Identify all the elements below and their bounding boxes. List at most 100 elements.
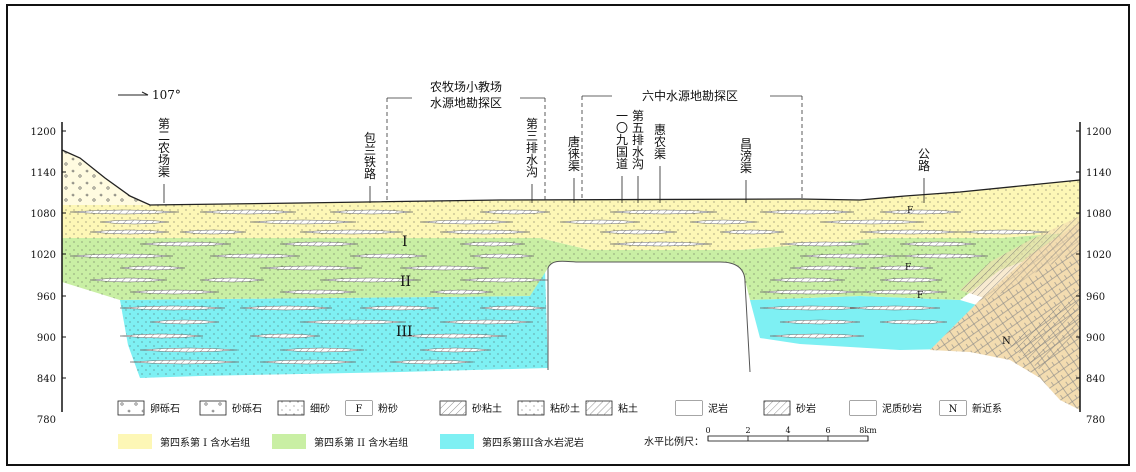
clay-lens-hatch — [600, 230, 677, 234]
clay-lens-hatch — [400, 266, 489, 270]
legend-label: 泥岩 — [708, 402, 728, 415]
clay-lens-hatch — [360, 306, 439, 310]
legend-color-swatch — [272, 434, 306, 449]
figure-frame — [6, 4, 1130, 466]
legend-color-swatch — [118, 434, 152, 449]
surface-label-char: 农 — [158, 141, 170, 155]
clay-lens-hatch — [90, 278, 167, 282]
surface-label: 昌滂渠 — [740, 137, 752, 203]
ground-surface — [61, 149, 1081, 206]
clay-lens-hatch — [300, 320, 406, 324]
aquifer-three-label: III — [396, 324, 413, 340]
surface-label-char: 国 — [616, 145, 628, 159]
section-gap — [548, 261, 750, 372]
clay-lens-hatch — [880, 320, 947, 324]
surface-label-char: 公 — [918, 147, 930, 161]
clay-lens-hatch — [800, 254, 901, 258]
surface-label-char: 九 — [616, 133, 628, 147]
legend-aquifers: 第四系第 I 含水岩组第四系第 II 含水岩组第四系第III含水岩泥岩 — [118, 434, 584, 449]
surface-label-char: 水 — [632, 145, 644, 159]
clay-lens-hatch — [790, 266, 866, 270]
aquifer-two-label: II — [400, 274, 411, 290]
clay-lens-hatch — [850, 306, 940, 310]
clay-lens-hatch — [610, 242, 712, 246]
legend-item: 细砂 — [277, 400, 330, 416]
surface-label-char: 第 — [632, 109, 644, 123]
surface-label-char: 渠 — [568, 159, 580, 173]
surface-label: 唐徕渠 — [568, 134, 580, 203]
axis-tick-label: 780 — [37, 415, 56, 426]
clay-lens-hatch — [860, 290, 947, 294]
clay-lens-hatch — [860, 230, 961, 234]
clay-lens-hatch — [900, 254, 988, 258]
legend-swatch-pattern — [940, 401, 966, 415]
legend-label: 砂砾石 — [232, 402, 262, 415]
axis-tick-label: 1020 — [31, 250, 56, 261]
zone-left-line1: 农牧场小教场 — [430, 79, 502, 94]
strike-label: 107° — [152, 88, 181, 102]
clay-lens-hatch — [760, 290, 860, 294]
clay-lens-hatch — [960, 230, 1048, 234]
surface-label-char: 渠 — [740, 161, 752, 175]
clay-lens-hatch — [140, 348, 237, 352]
surface-label-char: 沟 — [632, 157, 644, 171]
clay-lens-hatch — [130, 360, 239, 364]
axis-tick-label: 1200 — [31, 127, 56, 138]
clay-lens-hatch — [120, 306, 225, 310]
clay-lens-hatch — [250, 334, 320, 338]
legend-item: 砂岩 — [763, 400, 816, 416]
clay-lens-hatch — [770, 278, 845, 282]
legend-label: 卵砾石 — [150, 402, 180, 415]
clay-lens-hatch — [470, 254, 534, 258]
surface-label-char: 〇 — [616, 121, 628, 135]
surface-label-char: 沟 — [526, 165, 538, 179]
legend-label: 泥质砂岩 — [882, 402, 922, 415]
clay-lens-hatch — [780, 320, 860, 324]
clay-lens-hatch — [880, 278, 942, 282]
zone-left-line2: 水源地勘探区 — [430, 96, 502, 110]
clay-lens-hatch — [760, 210, 854, 214]
axis-tick-label: 960 — [37, 292, 56, 303]
legend-symbol: N — [949, 404, 958, 415]
clay-lens-hatch — [460, 278, 548, 282]
clay-lens-hatch — [240, 306, 332, 310]
surface-label: 公路 — [918, 147, 930, 203]
legend-symbol: F — [356, 404, 363, 415]
surface-label-char: 二 — [158, 129, 170, 143]
axis-tick-label: 1200 — [1086, 127, 1111, 138]
silt-mark-3: F — [917, 291, 923, 301]
surface-label-char: 渠 — [158, 165, 170, 179]
clay-lens-hatch — [280, 242, 358, 246]
clay-lens-hatch — [870, 266, 933, 270]
surface-label-char: 第 — [526, 117, 538, 131]
clay-lens-hatch — [480, 210, 550, 214]
legend-aquifer-item: 第四系第 II 含水岩组 — [272, 434, 408, 449]
legend-item: 卵砾石 — [117, 400, 180, 416]
clay-lens-hatch — [100, 220, 169, 224]
clay-lens-hatch — [760, 306, 863, 310]
legend-label: 砂岩 — [796, 402, 816, 415]
surface-label-char: 场 — [158, 153, 170, 167]
legend-item: 砂砾石 — [199, 400, 262, 416]
legend-swatch-pattern — [118, 401, 144, 415]
scale-tick-label: 2 — [745, 426, 750, 435]
surface-label-char: 一 — [616, 109, 628, 123]
scale-label: 水平比例尺： — [644, 435, 704, 448]
aquifer-one-label: I — [402, 234, 408, 250]
clay-lens-hatch — [180, 230, 246, 234]
clay-lens-hatch — [70, 210, 179, 214]
legend-aquifer-item: 第四系第III含水岩泥岩 — [440, 434, 584, 449]
strike-indicator: 107° — [118, 88, 181, 102]
legend-item: 泥岩 — [675, 400, 728, 416]
surface-label-char: 农 — [654, 135, 666, 149]
scale-tick-label: 4 — [785, 426, 790, 435]
axis-tick-label: 840 — [37, 374, 56, 385]
clay-lens-hatch — [130, 290, 219, 294]
legend-swatch-pattern — [586, 401, 612, 415]
clay-lens-hatch — [690, 220, 757, 224]
surface-label-char: 三 — [526, 129, 538, 143]
